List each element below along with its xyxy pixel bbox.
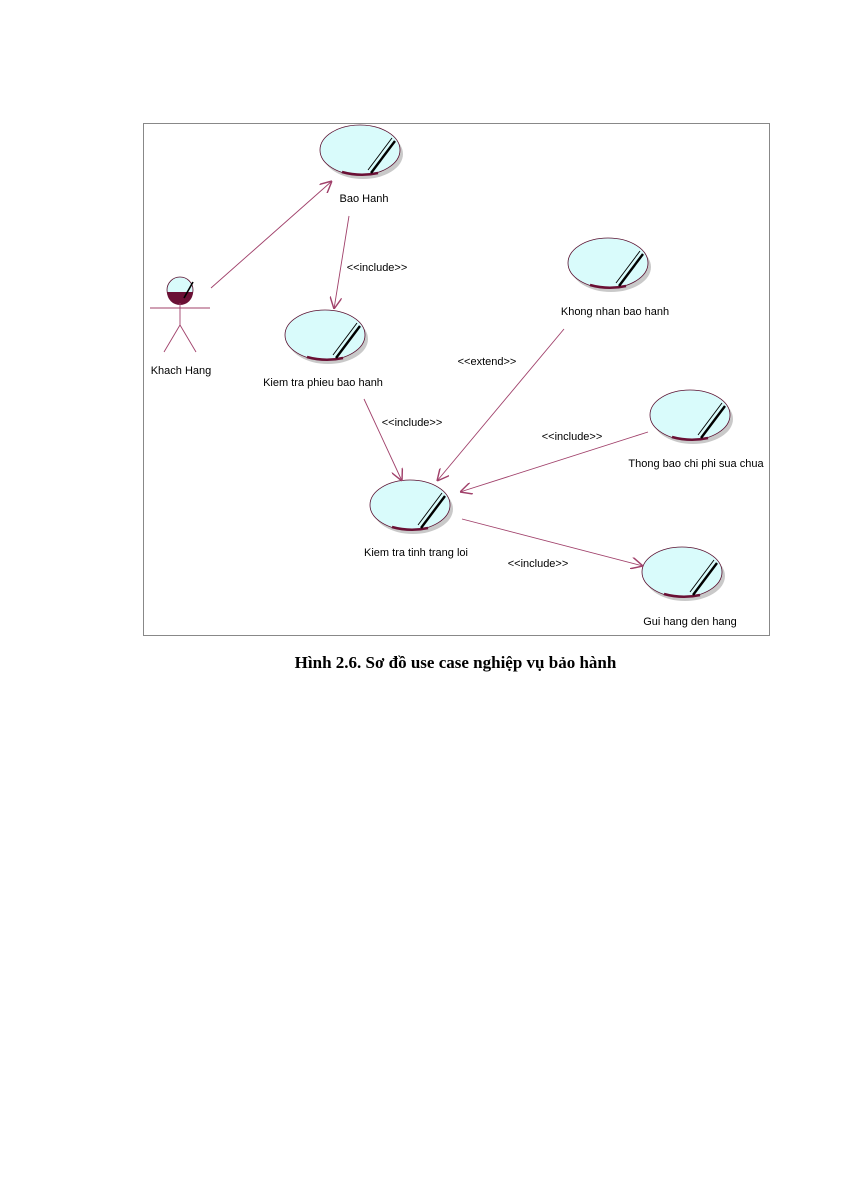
usecase-bao-hanh[interactable]	[318, 123, 405, 181]
include-thong-bao-tinh-trang[interactable]	[460, 431, 649, 492]
include-kiem-tra-phieu-tinh-trang[interactable]	[363, 398, 402, 481]
association-actor-bao-hanh[interactable]	[210, 181, 332, 289]
figure-caption: Hình 2.6. Sơ đồ use case nghiệp vụ bảo h…	[294, 653, 617, 672]
usecase-kiem-tra-tinh-trang-label: Kiem tra tinh trang loi	[364, 547, 468, 559]
usecase-kiem-tra-phieu[interactable]	[283, 308, 370, 366]
extend-label-1: <<extend>>	[458, 356, 517, 368]
include-label-1: <<include>>	[347, 262, 408, 274]
usecase-gui-hang-label: Gui hang den hang	[643, 616, 737, 628]
include-label-2: <<include>>	[382, 417, 443, 429]
diagram-frame	[143, 123, 770, 636]
extend-khong-nhan-tinh-trang[interactable]	[437, 328, 565, 481]
include-label-3: <<include>>	[542, 431, 603, 443]
include-tinh-trang-gui-hang[interactable]	[461, 518, 643, 566]
usecase-bao-hanh-label: Bao Hanh	[340, 193, 389, 205]
actor-khach-hang[interactable]	[150, 276, 210, 353]
usecase-khong-nhan[interactable]	[566, 236, 653, 294]
use-case-diagram: Khach Hang Bao Hanh Kiem tra phieu bao h…	[143, 123, 770, 636]
include-label-4: <<include>>	[508, 558, 569, 570]
usecase-thong-bao[interactable]	[648, 388, 735, 446]
usecase-gui-hang[interactable]	[640, 545, 727, 603]
usecase-kiem-tra-tinh-trang[interactable]	[368, 478, 455, 536]
usecase-khong-nhan-label: Khong nhan bao hanh	[561, 306, 669, 318]
usecase-kiem-tra-phieu-label: Kiem tra phieu bao hanh	[263, 377, 383, 389]
usecase-thong-bao-label: Thong bao chi phi sua chua	[628, 458, 764, 470]
actor-label: Khach Hang	[151, 365, 212, 377]
include-bao-hanh-kiem-tra-phieu[interactable]	[334, 215, 350, 309]
